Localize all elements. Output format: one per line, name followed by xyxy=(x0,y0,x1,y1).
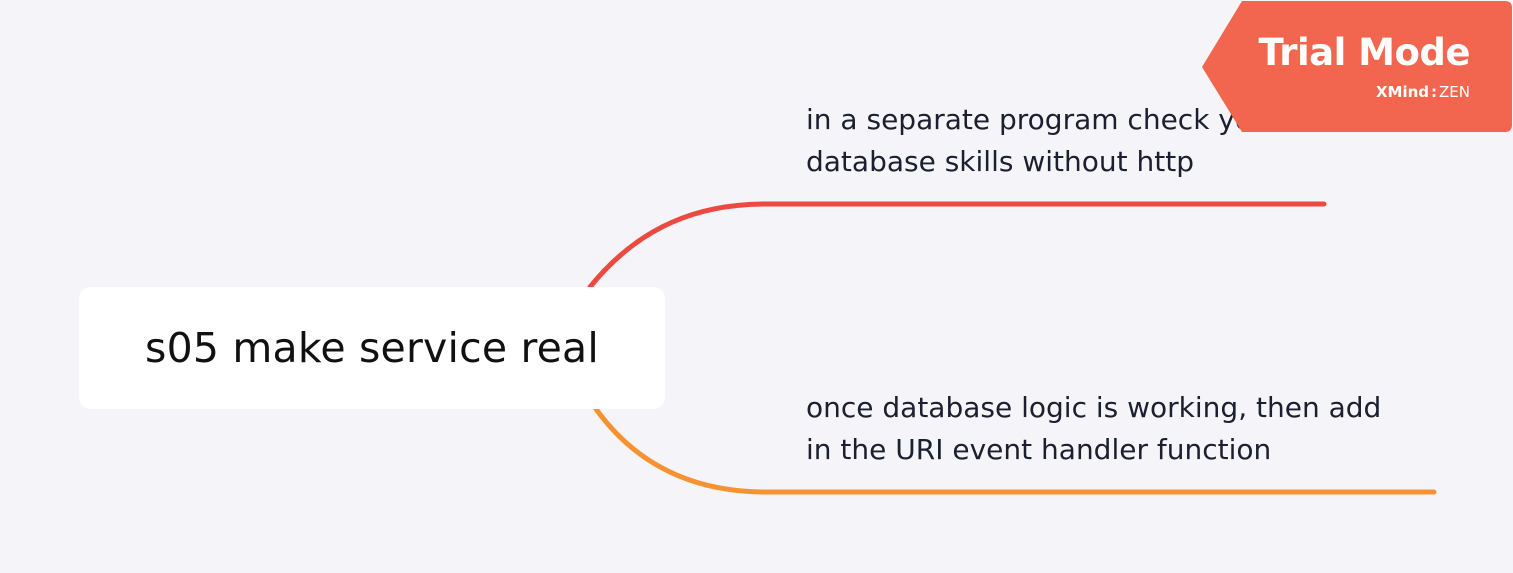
branch-line-1 xyxy=(587,201,1327,290)
central-topic[interactable]: s05 make service real xyxy=(79,287,665,409)
logo-separator: : xyxy=(1431,83,1438,101)
branch-line-2 xyxy=(593,406,1437,495)
subtopic-1-line-1: in a separate program check your xyxy=(806,103,1282,136)
trial-mode-title: Trial Mode xyxy=(1258,31,1471,74)
trial-badge-shape xyxy=(1202,1,1512,132)
subtopic-1-line-2: database skills without http xyxy=(806,145,1194,178)
xmind-brand: XMind xyxy=(1375,83,1430,101)
subtopic-2-line-1: once database logic is working, then add xyxy=(806,391,1382,424)
central-topic-label: s05 make service real xyxy=(145,324,599,372)
subtopic-2-line-2: in the URI event handler function xyxy=(806,433,1272,466)
subtopic-2[interactable]: once database logic is working, then add… xyxy=(806,387,1381,471)
zen-edition: ZEN xyxy=(1439,83,1470,101)
xmind-zen-logo: XMind:ZEN xyxy=(1376,83,1470,101)
subtopic-1[interactable]: in a separate program check your databas… xyxy=(806,99,1281,183)
trial-mode-badge[interactable]: Trial Mode XMind:ZEN xyxy=(1202,1,1512,132)
